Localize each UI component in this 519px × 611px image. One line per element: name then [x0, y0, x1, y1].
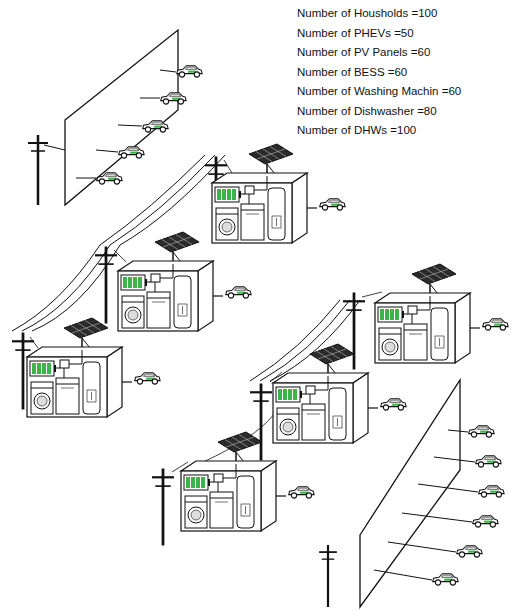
- spec-label: Number of Housholds =100: [297, 6, 437, 20]
- spec-label: Number of BESS =60: [297, 65, 407, 79]
- spec-label: Number of Washing Machin =60: [297, 84, 461, 98]
- spec-label: Number of DHWs =100: [297, 123, 416, 137]
- spec-label: Number of Dishwasher =80: [297, 104, 437, 118]
- spec-label: Number of PHEVs =50: [297, 26, 414, 40]
- spec-label: Number of PV Panels =60: [297, 45, 430, 59]
